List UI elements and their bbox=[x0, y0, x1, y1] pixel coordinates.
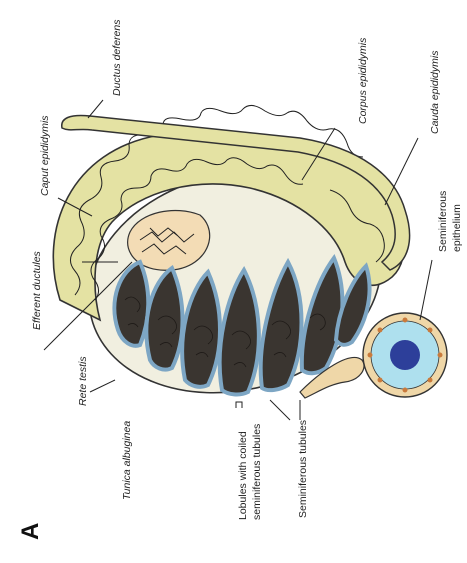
label-efferent-ductules: Efferent ductules bbox=[31, 250, 43, 330]
label-lobules-line1: Lobules with coiled bbox=[237, 431, 249, 520]
label-rete-testis: Rete testis bbox=[77, 356, 89, 406]
label-corpus-epididymis: Corpus epididymis bbox=[357, 37, 369, 124]
label-lobules-line2: seminiferous tubules bbox=[251, 424, 263, 520]
label-tunica-albuginea: Tunica albuginea bbox=[121, 421, 133, 500]
label-caput-epididymis: Caput epididymis bbox=[39, 115, 51, 196]
panel-letter: A bbox=[17, 523, 44, 540]
label-seminiferous-tubules: Seminiferous tubules bbox=[297, 420, 309, 518]
tubule-cross-section bbox=[363, 313, 447, 397]
label-ductus-deferens: Ductus deferens bbox=[111, 19, 123, 96]
label-cauda-epididymis: Cauda epididymis bbox=[429, 50, 441, 134]
label-seminiferous-line2: epithelium bbox=[451, 204, 463, 252]
label-seminiferous-line1: Seminiferous bbox=[437, 191, 449, 252]
